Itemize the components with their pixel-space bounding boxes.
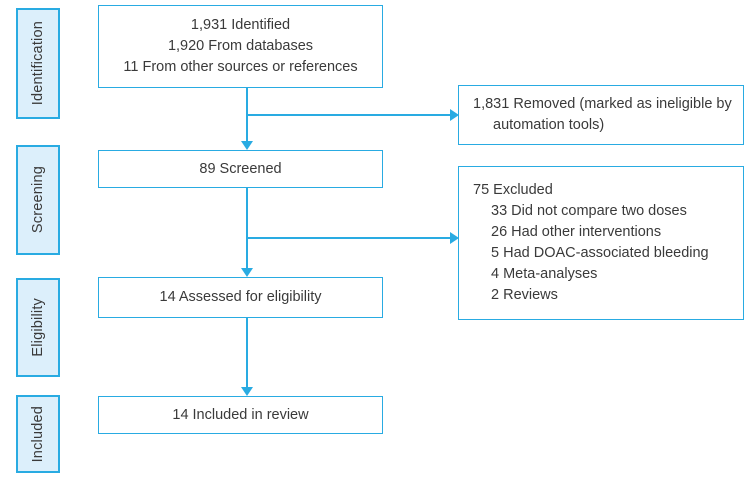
stage-tab-included: Included [16, 395, 60, 473]
identified-line-3: 11 From other sources or references [123, 59, 358, 75]
included-box: 14 Included in review [98, 396, 383, 434]
stage-tab-eligibility-label: Eligibility [30, 298, 46, 357]
assessed-box: 14 Assessed for eligibility [98, 277, 383, 318]
connector-branch-to-removed [246, 114, 452, 116]
removed-line-1: 1,831 Removed (marked as ineligible by [473, 96, 732, 112]
arrowhead-to-excluded-icon [450, 232, 459, 244]
screened-box: 89 Screened [98, 150, 383, 188]
excluded-item-5: 2 Reviews [491, 287, 558, 303]
stage-tab-identification-label: Identification [30, 21, 46, 106]
connector-branch-to-excluded [246, 237, 452, 239]
stage-tab-screening: Screening [16, 145, 60, 255]
screened-label: 89 Screened [199, 160, 282, 177]
connector-identified-to-screened [246, 88, 248, 144]
excluded-item-4: 4 Meta-analyses [491, 266, 598, 282]
connector-assessed-to-included [246, 318, 248, 388]
identified-box: 1,931 Identified 1,920 From databases 11… [98, 5, 383, 88]
stage-tab-eligibility: Eligibility [16, 278, 60, 377]
stage-tab-screening-label: Screening [30, 166, 46, 234]
removed-box: 1,831 Removed (marked as ineligible by a… [458, 85, 744, 145]
connector-screened-to-assessed [246, 188, 248, 271]
excluded-item-1: 33 Did not compare two doses [491, 203, 687, 219]
excluded-box: 75 Excluded 33 Did not compare two doses… [458, 166, 744, 320]
excluded-item-3: 5 Had DOAC-associated bleeding [491, 245, 709, 261]
arrowhead-to-removed-icon [450, 109, 459, 121]
identified-line-1: 1,931 Identified [190, 17, 291, 33]
excluded-item-2: 26 Had other interventions [491, 224, 662, 240]
excluded-heading: 75 Excluded [473, 182, 553, 198]
removed-line-2: automation tools) [493, 117, 605, 133]
stage-tab-identification: Identification [16, 8, 60, 119]
stage-tab-included-label: Included [30, 405, 46, 463]
arrowhead-to-screened-icon [241, 141, 253, 150]
arrowhead-to-included-icon [241, 387, 253, 396]
identified-line-2: 1,920 From databases [167, 38, 314, 54]
arrowhead-to-assessed-icon [241, 268, 253, 277]
assessed-label: 14 Assessed for eligibility [159, 289, 322, 305]
included-label: 14 Included in review [172, 406, 309, 423]
